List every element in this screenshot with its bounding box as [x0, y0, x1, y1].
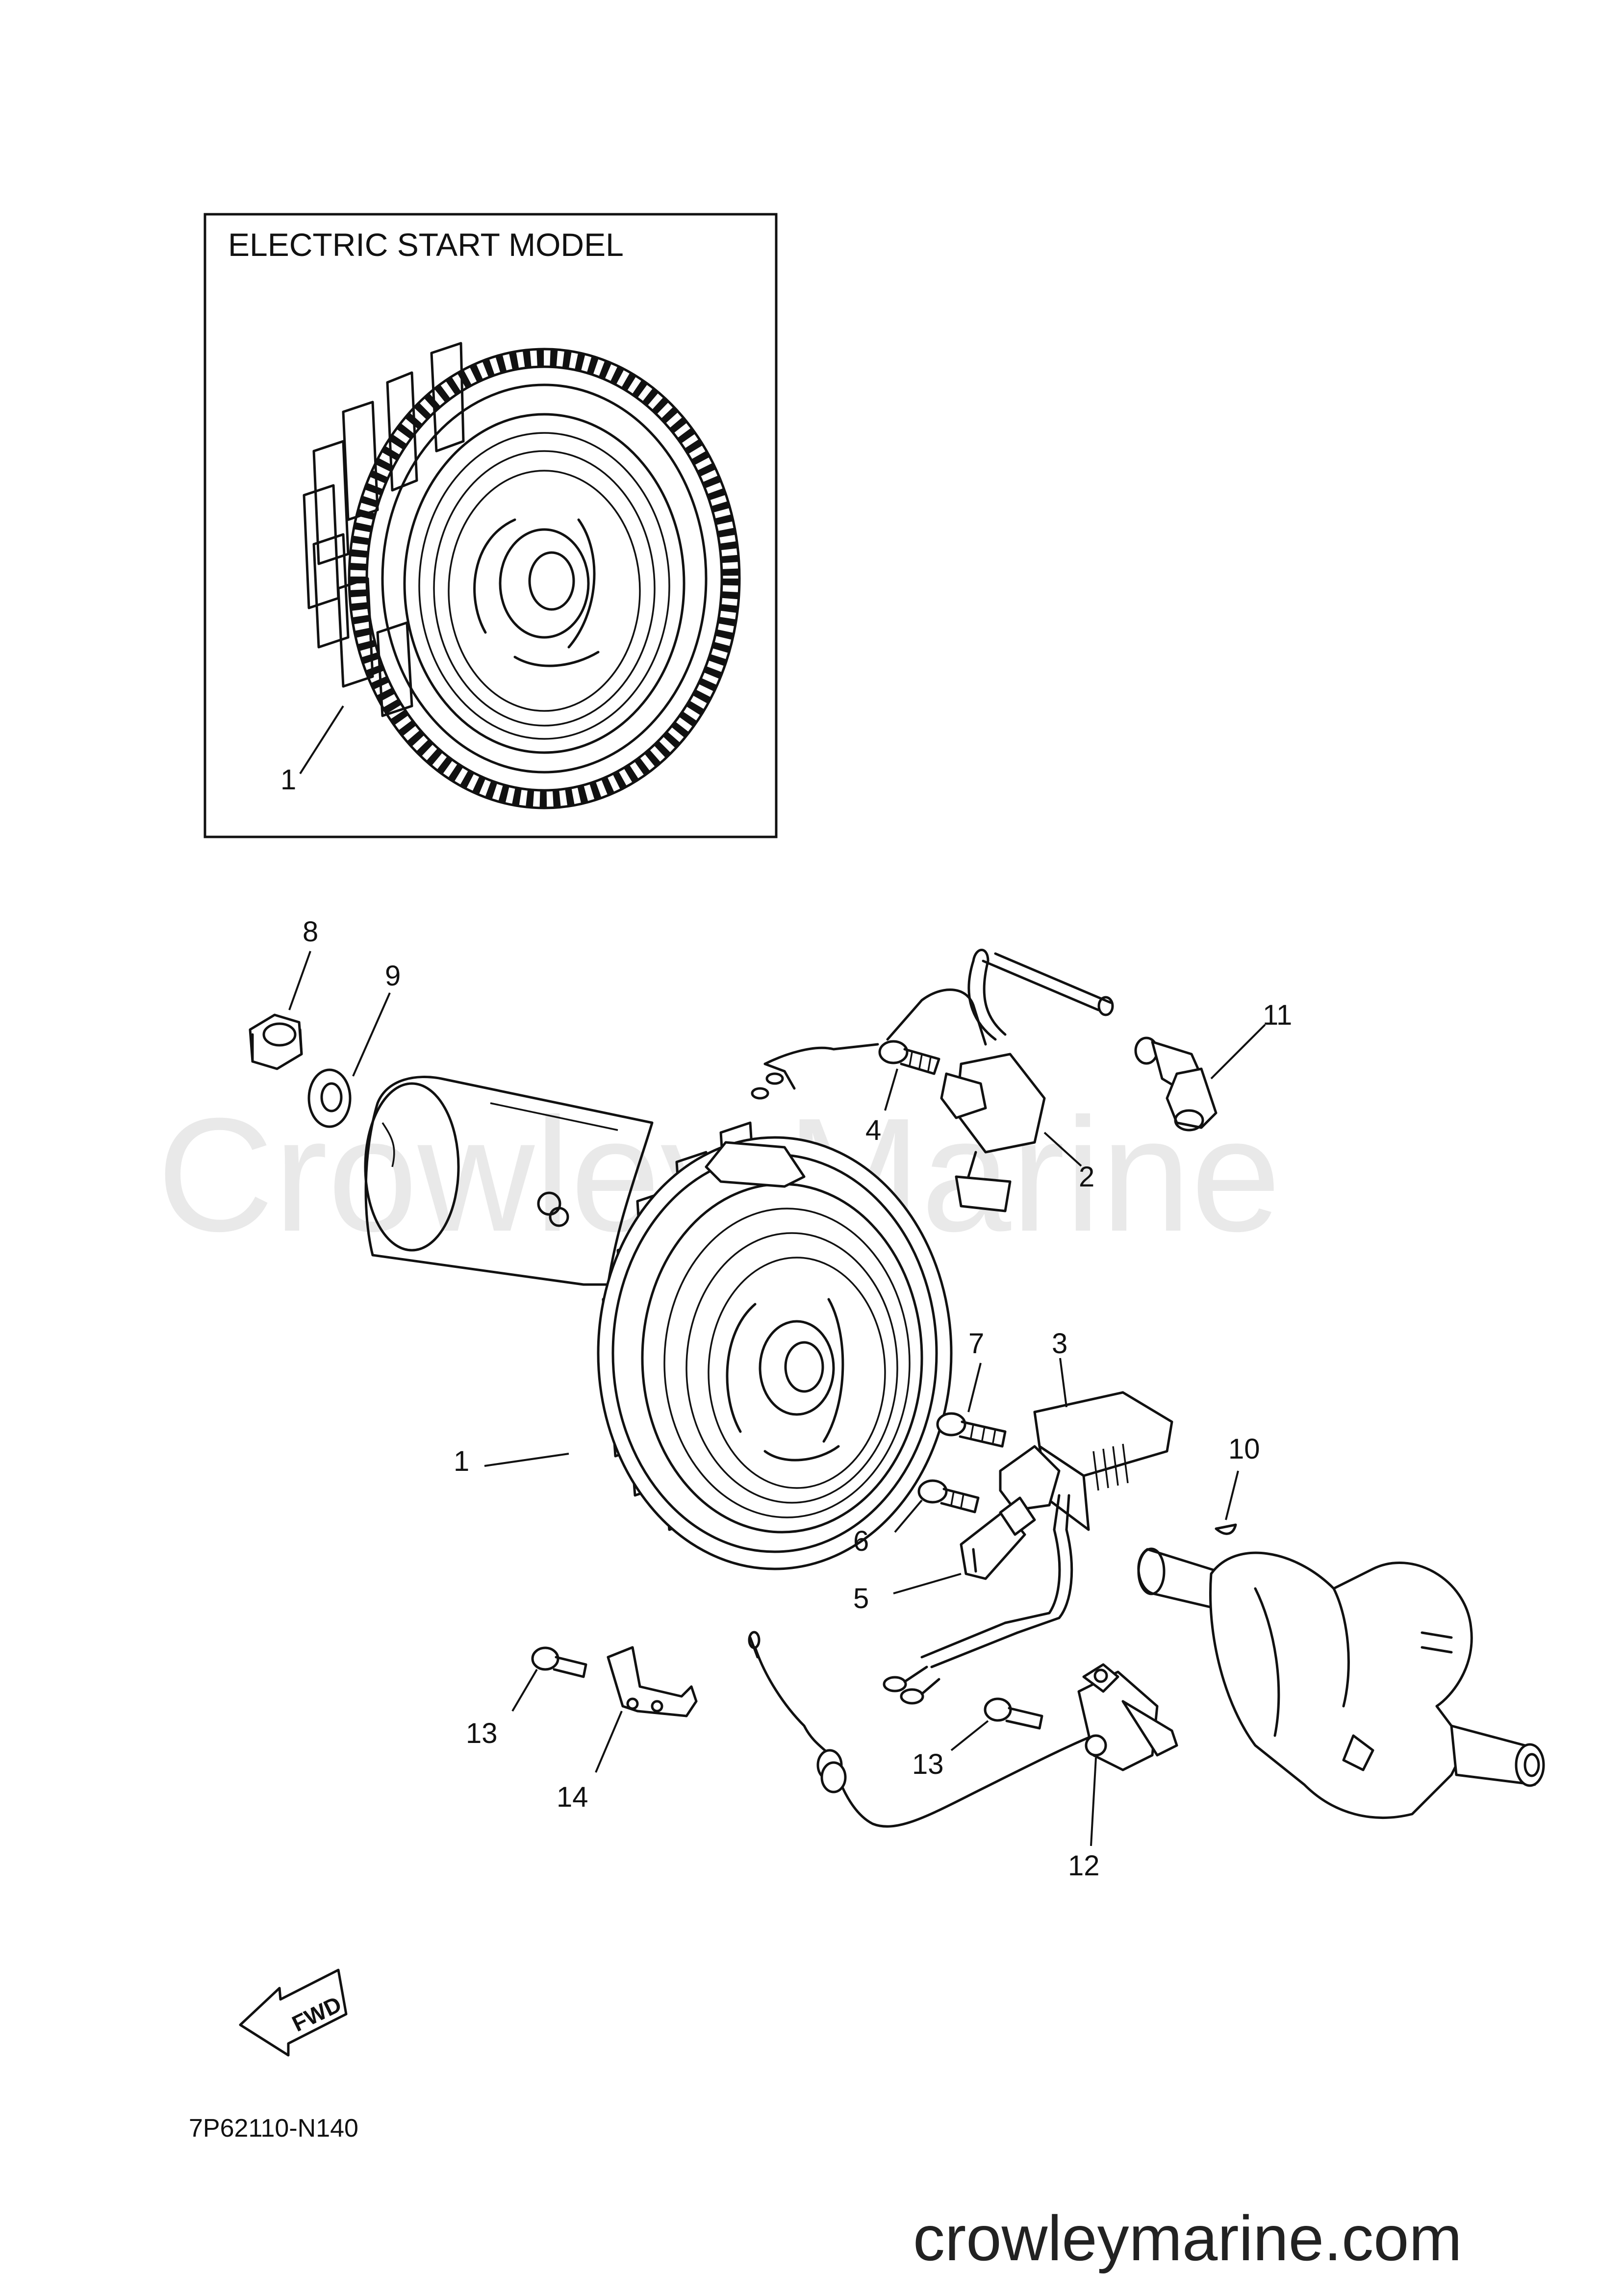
charge-coil-leads — [883, 1528, 1073, 1705]
callout-13-left: 13 — [466, 1717, 498, 1749]
stop-switch-icon — [748, 1631, 1178, 1828]
bolt-icon — [917, 1479, 980, 1514]
callout-8: 8 — [303, 916, 318, 948]
callout-7: 7 — [968, 1328, 984, 1360]
callout-5: 5 — [853, 1583, 869, 1615]
bolt-icon — [878, 1040, 940, 1075]
bracket-icon — [607, 1646, 698, 1717]
site-name: crowleymarine.com — [913, 2202, 1462, 2274]
ignition-coil-icon — [751, 949, 1114, 1212]
callout-4: 4 — [865, 1114, 881, 1146]
crankshaft-icon — [1137, 1547, 1545, 1819]
callout-14: 14 — [557, 1781, 588, 1813]
charge-coil-icon — [999, 1391, 1173, 1531]
bolt-icon — [936, 1412, 1007, 1448]
callout-13-right: 13 — [912, 1748, 944, 1780]
woodruff-key-icon — [1215, 1523, 1237, 1535]
callout-1: 1 — [454, 1445, 469, 1477]
fwd-arrow-icon: FWD — [239, 1968, 348, 2057]
callout-10: 10 — [1228, 1433, 1260, 1465]
flywheel-with-ring-gear-icon — [303, 342, 741, 809]
bolt-icon — [984, 1697, 1043, 1730]
callout-9: 9 — [385, 960, 401, 992]
callout-1-inset: 1 — [280, 764, 296, 796]
inset-title: ELECTRIC START MODEL — [228, 227, 624, 263]
electric-start-inset: ELECTRIC START MODEL — [203, 213, 778, 838]
wire-clamp-icon — [960, 1496, 1036, 1580]
inset-frame — [203, 213, 778, 838]
diagram-code: 7P62110-N140 — [189, 2114, 358, 2143]
callout-12: 12 — [1068, 1850, 1100, 1882]
callout-2: 2 — [1079, 1161, 1094, 1193]
bolt-icon — [531, 1646, 587, 1678]
callout-11: 11 — [1263, 999, 1292, 1031]
callout-6: 6 — [853, 1525, 869, 1557]
rotor-cup-icon — [364, 1076, 654, 1286]
flywheel-icon — [597, 1121, 953, 1570]
nut-icon — [249, 1013, 303, 1070]
callout-3: 3 — [1052, 1328, 1067, 1360]
washer-icon — [307, 1068, 352, 1128]
spark-plug-cap-icon — [1134, 1036, 1218, 1132]
